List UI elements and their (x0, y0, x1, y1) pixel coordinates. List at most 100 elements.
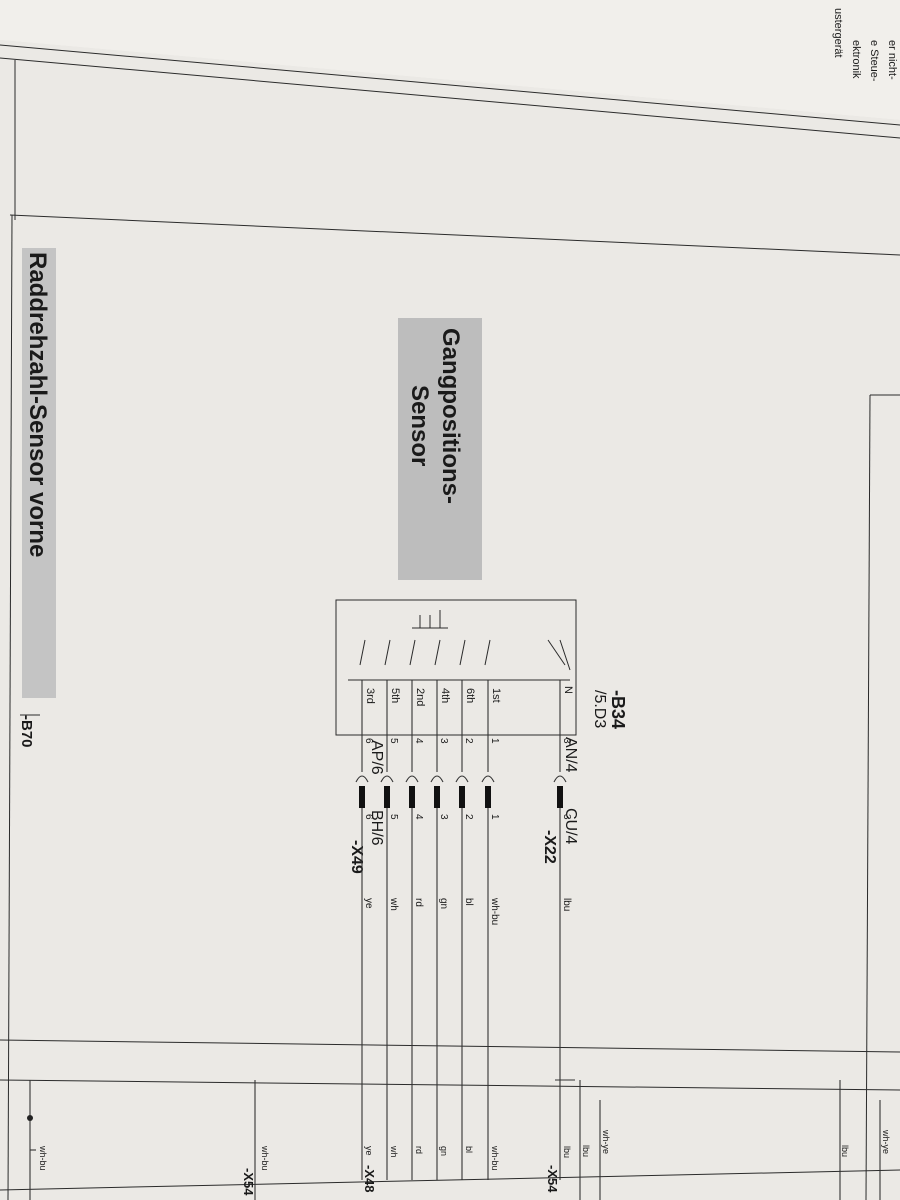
component-id-b34: -B34 (608, 690, 628, 729)
connector-pin (485, 786, 491, 808)
section-title-gear-position: Gangpositions- (437, 328, 464, 504)
sensor-pin-number: 1 (489, 738, 500, 744)
page-text-fragment: e Steue- (868, 40, 880, 82)
connector-id: -X22 (541, 830, 558, 864)
pin-position-label: N (562, 686, 574, 694)
previous-page-edge (0, 0, 900, 120)
connector-socket (405, 775, 419, 783)
connector-pin (384, 786, 390, 808)
pin-position-label: 3rd (364, 688, 376, 704)
connector-socket (430, 775, 444, 783)
wire-color-label: ye (364, 1146, 374, 1156)
connector-socket (380, 775, 394, 783)
connector-pin (409, 786, 415, 808)
page-area (0, 40, 900, 1200)
sensor-pin-number: 6 (363, 738, 374, 744)
pin-wire-2: 1st 1 1 wh-bu wh-bu (481, 680, 502, 1180)
connector-pin (557, 786, 563, 808)
pin-position-label: 4th (439, 688, 451, 703)
section-title-wheel-speed: Raddrehzahl-Sensor vorne (24, 252, 51, 557)
component-id-b70: -B70 (18, 715, 35, 748)
junction-dot (27, 1115, 33, 1121)
wire-color-label: gn (439, 1146, 449, 1156)
pin-position-label: 1st (490, 688, 502, 703)
connector-pin-ref: AP/6 (368, 740, 385, 775)
connector-pin-ref: BH/6 (368, 810, 385, 846)
bottom-wire-label: wh-ye (881, 1129, 891, 1154)
frame-line (0, 1079, 900, 1091)
sensor-pin-number: 4 (413, 738, 424, 744)
harness-pin-number: 3 (438, 814, 449, 820)
sensor-pin-number: 3 (438, 738, 449, 744)
connector-socket (481, 775, 495, 783)
pin-wire-7: 3rd 6 6 ye ye (355, 680, 376, 1180)
frame-line (0, 1039, 900, 1053)
connector-socket (355, 775, 369, 783)
connector-pin-ref: AN/4 (562, 737, 579, 773)
pin-wire-4: 4th 3 3 gn gn (430, 680, 451, 1180)
connector-pin (459, 786, 465, 808)
component-reference: /5.D3 (591, 690, 608, 728)
wire-color-label: wh-bu (490, 1145, 500, 1171)
pin-wire-5: 2nd 4 4 rd rd (405, 680, 426, 1180)
sensor-pin-number: 3 (561, 738, 572, 744)
connector-pin (359, 786, 365, 808)
frame-line (9, 214, 900, 256)
harness-pin-number: 5 (388, 814, 399, 820)
harness-pin-number: 1 (489, 814, 500, 820)
page-text-fragment: er nicht- (886, 40, 898, 80)
connector-pin-ref: CU/4 (562, 808, 579, 845)
bottom-connector: -X54 (241, 1168, 256, 1196)
page-text-fragment: ektronik (850, 40, 862, 79)
sensor-pin-number: 5 (388, 738, 399, 744)
bottom-wire-label: wh-bu (260, 1145, 270, 1171)
frame-line (0, 57, 900, 139)
frame-line (0, 44, 900, 126)
wire-color-label: wh-bu (489, 897, 500, 925)
bottom-wire-label: wh-bu (38, 1145, 48, 1171)
bottom-connector: -X54 (545, 1165, 560, 1193)
connector-socket (455, 775, 469, 783)
wire-color-label: wh (389, 1145, 399, 1158)
sensor-component-box (335, 599, 577, 736)
pin-wire-6: 5th 5 5 wh wh (380, 680, 401, 1180)
wire-color-label: bl (463, 898, 474, 906)
pin-position-label: 2nd (414, 688, 426, 706)
harness-pin-number: 4 (413, 814, 424, 820)
connector-pin (434, 786, 440, 808)
harness-pin-number: 2 (463, 814, 474, 820)
previous-page-text: ustergerät ektronik e Steue- er nicht- i… (832, 8, 898, 82)
wire-color-label: rd (413, 898, 424, 907)
selector-switch (359, 610, 571, 671)
title-highlight (22, 248, 56, 698)
wire-color-label: lbu (562, 1146, 572, 1158)
pin-position-label: 5th (389, 688, 401, 703)
sensor-pin-number: 2 (463, 738, 474, 744)
harness-line (0, 1169, 900, 1191)
bottom-wire-label: wh-ye (601, 1129, 611, 1154)
pin-wire-3: 6th 2 2 bl bl (455, 680, 476, 1180)
page-text-fragment: ustergerät (832, 8, 844, 58)
wire-color-label: gn (438, 898, 449, 909)
pins-layer: N 3 3 lbu lbu 1st 1 1 wh-bu wh-bu 6th 2 2 bl bl 4th 3 3 gn… (355, 680, 574, 1180)
wire-color-label: wh (388, 897, 399, 911)
frame-line (7, 214, 13, 1200)
wire-color-label: ye (363, 898, 374, 909)
connector-id: -X49 (348, 840, 365, 874)
wire-color-label: lbu (561, 898, 572, 911)
bottom-wire-label: lbu (840, 1145, 850, 1157)
title-highlight (398, 318, 482, 580)
harness-pin-number: 6 (363, 814, 374, 820)
pin-position-label: 6th (464, 688, 476, 703)
wire-color-label: bl (464, 1146, 474, 1153)
frame-line (865, 394, 871, 1200)
connector-socket (553, 775, 567, 783)
bottom-connector: -X48 (362, 1165, 377, 1192)
harness-pin-number: 3 (561, 814, 572, 820)
pin-wire-1: N 3 3 lbu lbu (553, 680, 574, 1180)
bottom-wire-label: lbu (581, 1145, 591, 1157)
wire-color-label: rd (414, 1146, 424, 1154)
section-title-gear-position-line2: Sensor (406, 385, 433, 466)
